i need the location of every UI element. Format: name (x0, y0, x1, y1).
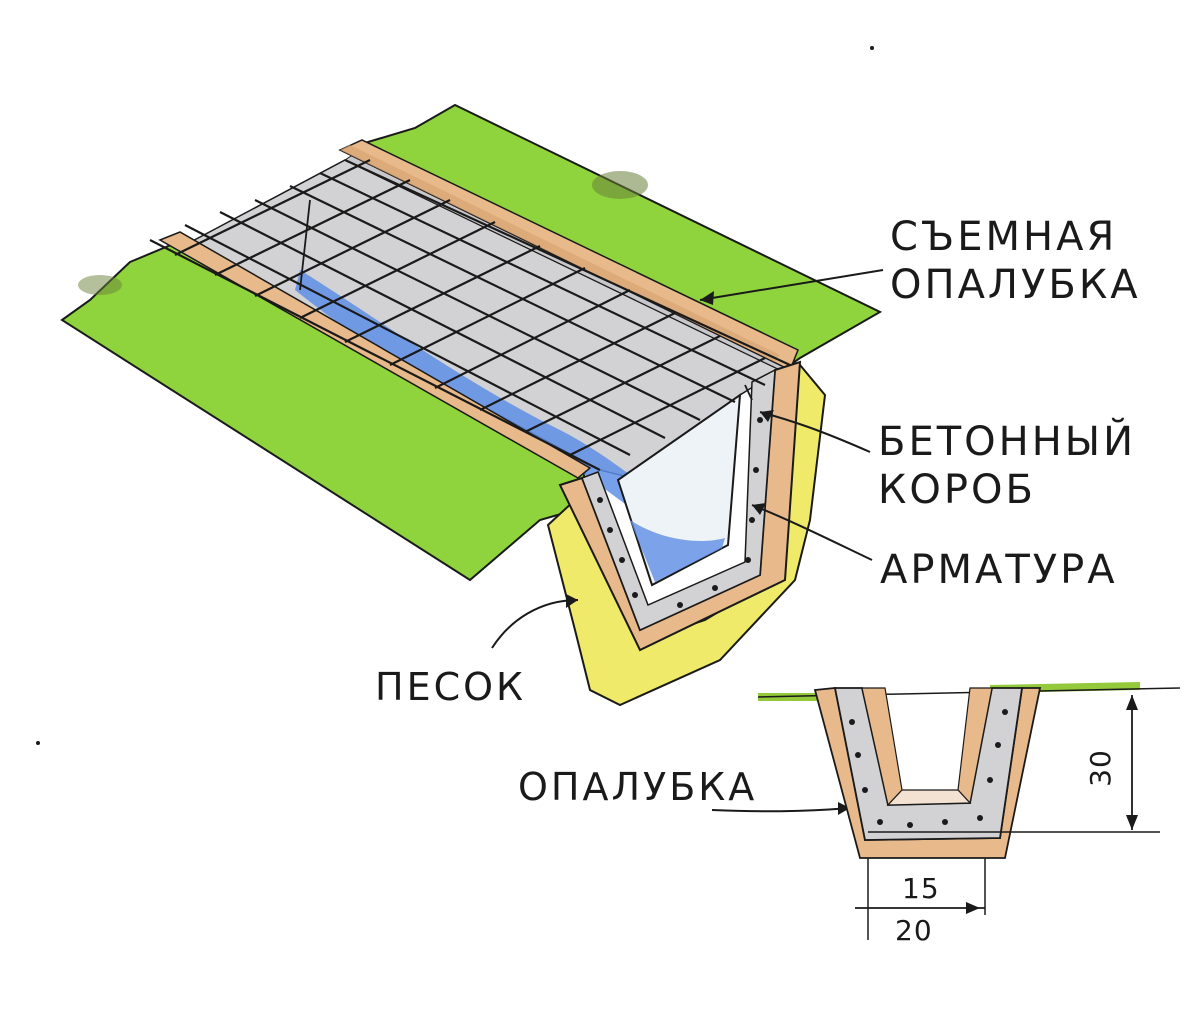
label-concrete-box-line1: БЕТОННЫЙ (878, 417, 1136, 465)
detail-rebar-dots (849, 709, 1008, 828)
dim-outer-width: 20 (895, 914, 933, 947)
leader-arrowheads (566, 291, 850, 815)
arrow-removable-formwork (700, 291, 714, 305)
water-stream (295, 270, 720, 555)
section-concrete (581, 368, 776, 632)
label-concrete-box-line2: КОРОБ (878, 467, 1036, 513)
dim-depth-value: 30 (1084, 749, 1117, 787)
label-removable-formwork-line2: ОПАЛУБКА (890, 262, 1141, 308)
label-formwork-section: ОПАЛУБКА (518, 765, 757, 809)
arrow-sand (566, 594, 578, 608)
dim-inner-width: 15 (902, 872, 940, 905)
dim-depth-arrow-top (1126, 695, 1138, 710)
section-detail: 30 15 20 (757, 682, 1181, 947)
rebar-tie (744, 384, 753, 401)
grass-shadow (78, 275, 122, 295)
section-rebar-dots (597, 417, 763, 608)
detail-concrete (833, 687, 1024, 841)
rebar-tie (299, 199, 311, 291)
leader-removable-formwork (699, 269, 884, 301)
stray-dot (36, 741, 40, 745)
dim-depth-arrow-bottom (1126, 815, 1138, 830)
stray-dot (870, 46, 874, 50)
arrow-concrete-box (760, 410, 774, 422)
leader-sand (491, 599, 579, 649)
label-sand: ПЕСОК (375, 665, 526, 709)
label-rebar: АРМАТУРА (880, 547, 1118, 593)
leader-rebar (751, 504, 873, 561)
section-water (630, 520, 725, 582)
arrow-rebar (752, 503, 766, 515)
dim-width-arrow (966, 902, 980, 914)
formwork-plank-right-top (340, 145, 780, 362)
label-removable-formwork-line1: СЪЕМНАЯ (890, 214, 1117, 260)
grass-shadow (592, 171, 648, 199)
arrow-formwork (838, 802, 850, 815)
detail-inner-bottom (886, 789, 972, 806)
rebar-mesh (149, 159, 791, 471)
leader-formwork (711, 807, 851, 813)
